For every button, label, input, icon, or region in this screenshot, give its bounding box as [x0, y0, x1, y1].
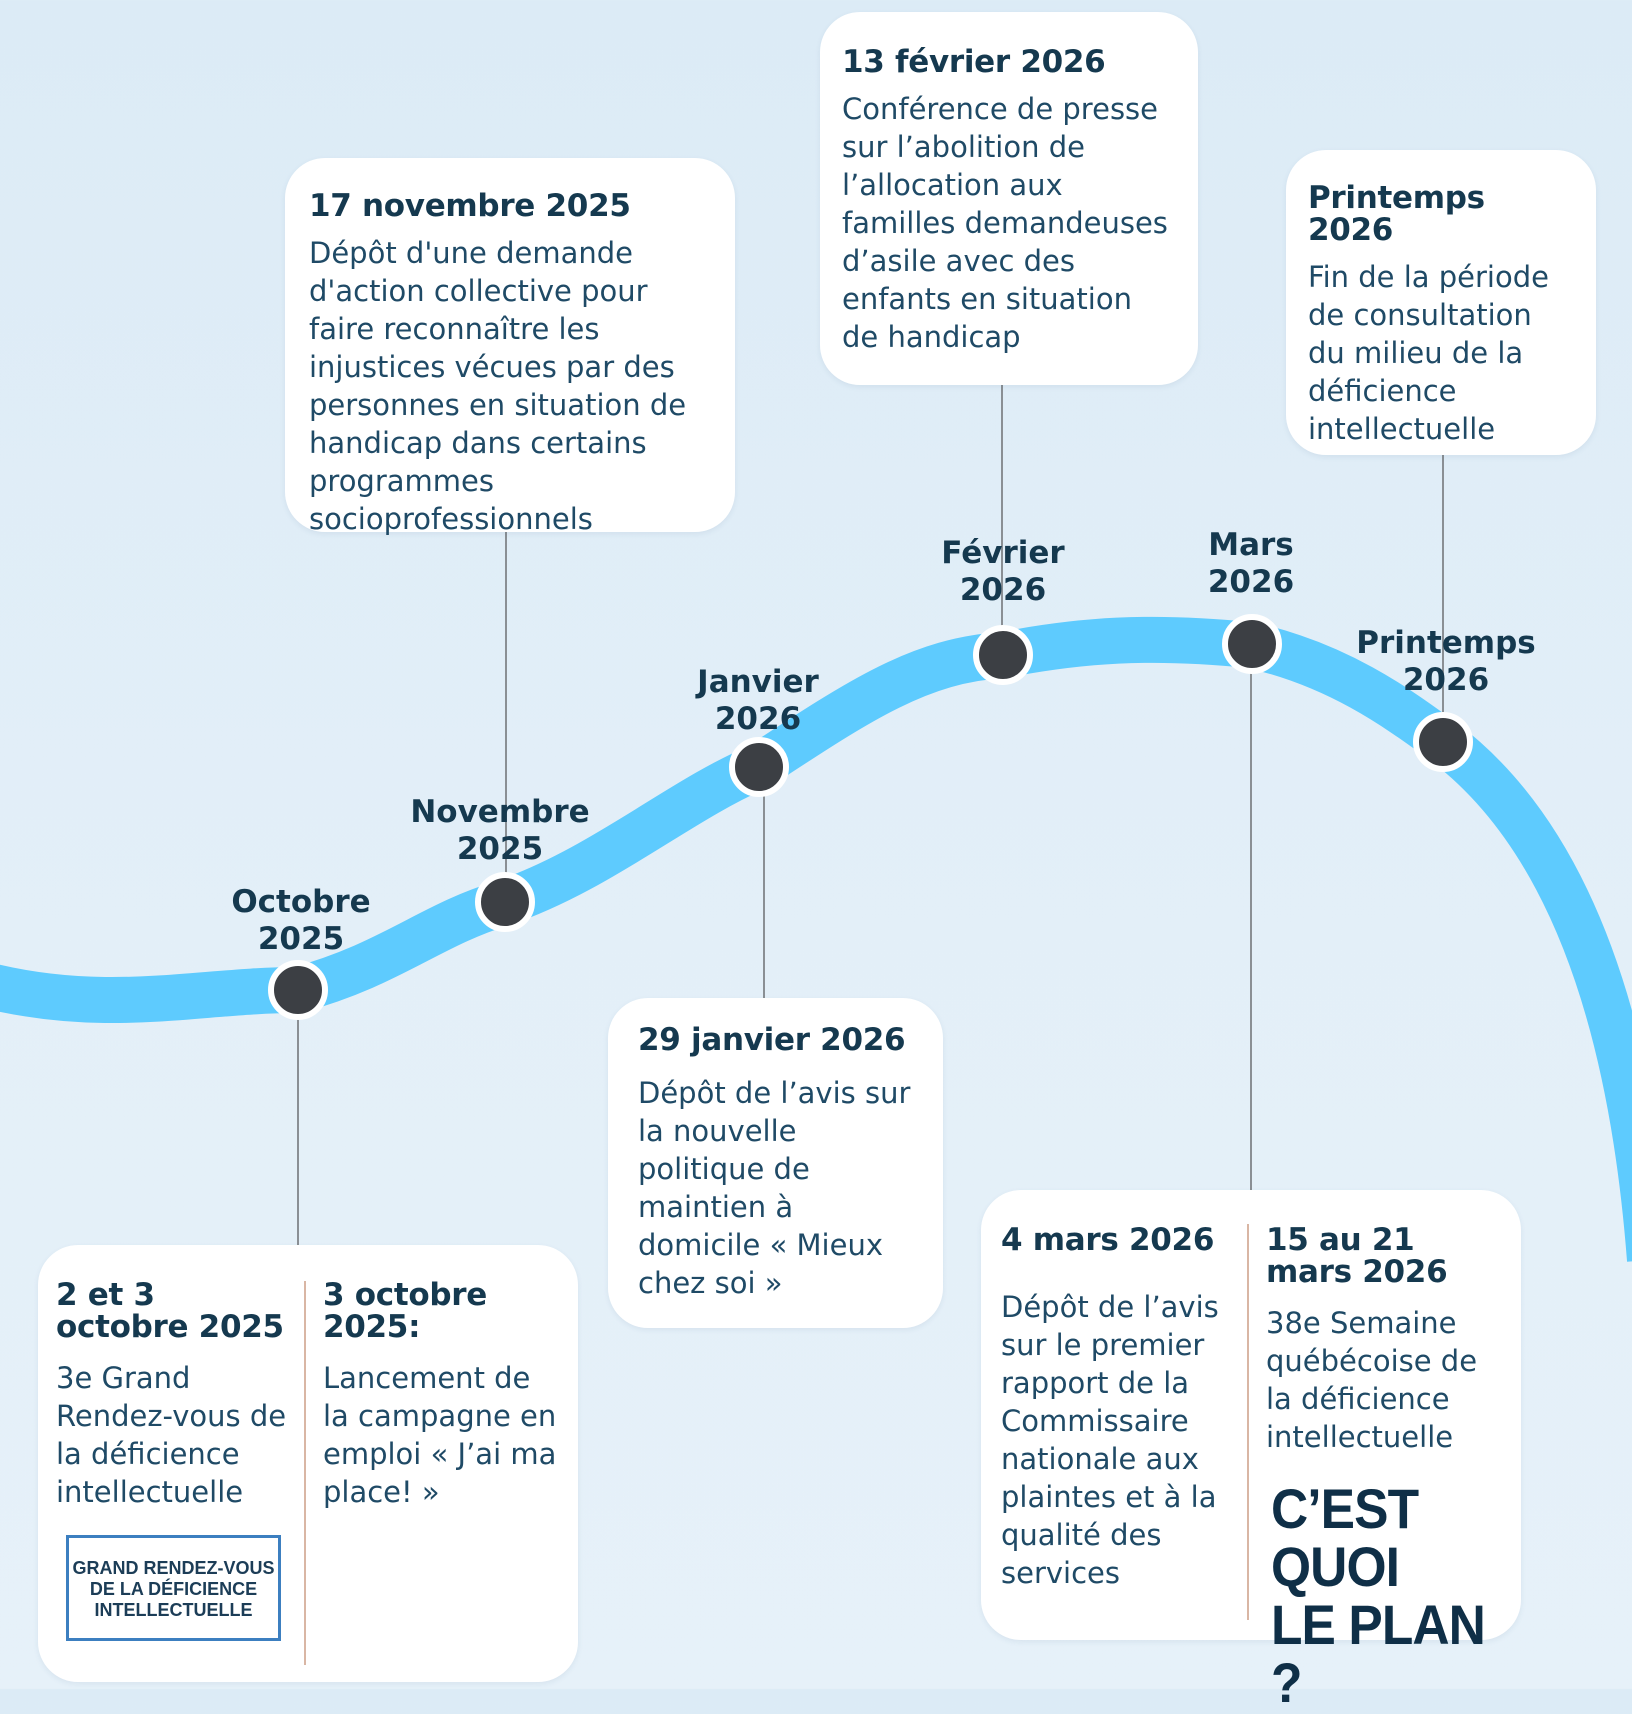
card-divider — [304, 1281, 306, 1665]
card-divider — [1247, 1224, 1249, 1620]
cest-quoi-le-plan-logo: C’EST QUOI LE PLAN ? — [1271, 1477, 1486, 1714]
event-card-october: 2 et 3 octobre 2025 3e Grand Rendez-vous… — [38, 1245, 578, 1682]
dot-march — [1222, 614, 1282, 674]
event-description: Dépôt de l’avis sur la nouvelle politiqu… — [638, 1076, 911, 1300]
event-card-spring: Printemps 2026 Fin de la période de cons… — [1286, 150, 1596, 455]
month-label-february: Février 2026 — [941, 535, 1065, 608]
event-description: Lancement de la campagne en emploi « J’a… — [323, 1361, 557, 1509]
event-date: 2 et 3 octobre 2025 — [56, 1277, 284, 1345]
event-card-march: 4 mars 2026 Dépôt de l’avis sur le premi… — [981, 1190, 1521, 1712]
event-card-feb13: 13 février 2026 Conférence de presse sur… — [820, 12, 1198, 385]
event-card-jan29: 29 janvier 2026 Dépôt de l’avis sur la n… — [608, 998, 943, 1328]
event-description: 3e Grand Rendez-vous de la déficience in… — [56, 1361, 287, 1509]
grand-rendez-vous-logo: GRAND RENDEZ-VOUS DE LA DÉFICIENCE INTEL… — [66, 1535, 281, 1641]
month-label-january: Janvier 2026 — [697, 664, 819, 737]
month-label-march: Mars 2026 — [1207, 527, 1295, 600]
timeline-dots — [268, 614, 1473, 1020]
event-mar15: 15 au 21 mars 2026 38e Semaine québécois… — [1266, 1224, 1506, 1456]
event-oct23: 2 et 3 octobre 2025 3e Grand Rendez-vous… — [56, 1279, 296, 1511]
event-oct3: 3 octobre 2025: Lancement de la campagne… — [323, 1279, 563, 1511]
timeline-curve — [0, 616, 1632, 1262]
event-date: 17 novembre 2025 — [309, 188, 631, 224]
event-date: 29 janvier 2026 — [638, 1022, 906, 1058]
event-date: 4 mars 2026 — [1001, 1222, 1215, 1258]
dot-january — [729, 737, 789, 797]
event-mar4: 4 mars 2026 Dépôt de l’avis sur le premi… — [1001, 1224, 1231, 1592]
dot-october — [268, 960, 328, 1020]
month-label-november: Novembre 2025 — [410, 794, 590, 867]
event-description: Fin de la période de consultation du mil… — [1308, 260, 1549, 446]
event-date: 13 février 2026 — [842, 44, 1106, 80]
event-description: Dépôt d'une demande d'action collective … — [309, 236, 687, 536]
event-date: 3 octobre 2025: — [323, 1277, 487, 1345]
month-label-spring: Printemps 2026 — [1356, 625, 1536, 698]
event-date: Printemps 2026 — [1308, 180, 1485, 248]
month-label-october: Octobre 2025 — [231, 884, 371, 957]
connector-lines — [297, 385, 1444, 1245]
dot-november — [475, 872, 535, 932]
event-date: 15 au 21 mars 2026 — [1266, 1222, 1448, 1290]
dot-spring — [1413, 712, 1473, 772]
event-description: Conférence de presse sur l’abolition de … — [842, 92, 1168, 354]
dot-february — [973, 625, 1033, 685]
event-description: Dépôt de l’avis sur le premier rapport d… — [1001, 1290, 1219, 1590]
event-card-nov17: 17 novembre 2025 Dépôt d'une demande d'a… — [285, 158, 735, 536]
event-description: 38e Semaine québécoise de la déficience … — [1266, 1306, 1478, 1454]
